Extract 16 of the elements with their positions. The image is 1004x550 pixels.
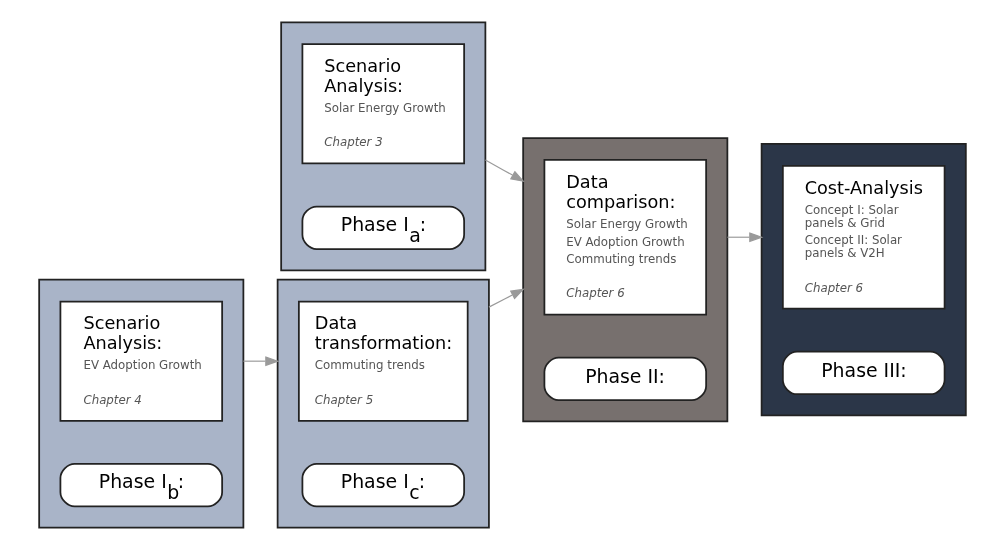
node-box: Phase III: bbox=[781, 350, 945, 396]
arrow bbox=[726, 232, 763, 243]
node-box: Data transformation: Commuting trends Chapter 5 bbox=[297, 300, 469, 422]
node-box: Cost-Analysis Concept I: Solar panels & Grid Concept II: Solar panels & V2H Chapter 6 bbox=[781, 164, 945, 310]
node-box: Scenario Analysis: Solar Energy Growth Chapter 3 bbox=[301, 43, 465, 165]
cluster bbox=[760, 143, 967, 417]
arrow bbox=[242, 356, 279, 367]
node-box: Scenario Analysis: EV Adoption Growth Chapter 4 bbox=[59, 300, 223, 422]
arrow bbox=[484, 159, 525, 182]
node-box: Data comparison: Solar Energy Growth EV Adoption Growth Commuting trends Chapter 6 bbox=[543, 159, 707, 316]
cluster bbox=[279, 21, 486, 272]
arrow bbox=[487, 288, 525, 308]
cluster bbox=[276, 278, 490, 529]
cluster bbox=[521, 137, 728, 423]
cluster bbox=[37, 278, 244, 529]
node-box: Phase II: bbox=[543, 356, 707, 401]
